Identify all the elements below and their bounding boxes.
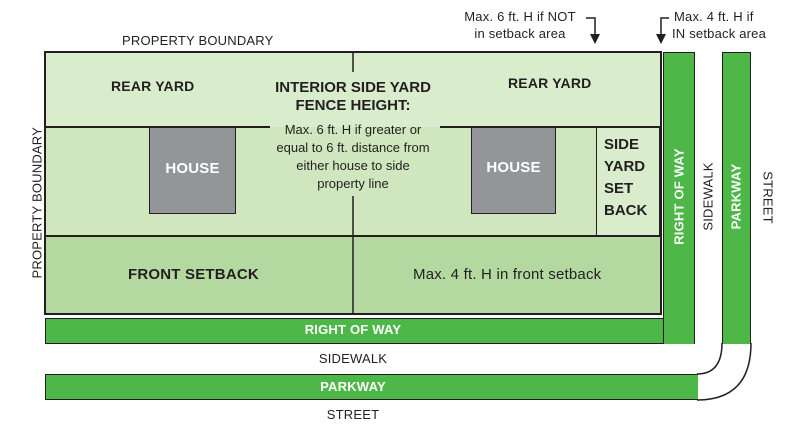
- front-setback-label: FRONT SETBACK: [128, 266, 259, 283]
- side-yard-setback-line3: SET: [604, 180, 634, 197]
- note-in-setback: Max. 4 ft. H if IN setback area: [672, 8, 766, 42]
- right-of-way-horizontal-label: RIGHT OF WAY: [304, 322, 402, 337]
- note-not-in-setback-line1: Max. 6 ft. H if NOT: [464, 9, 576, 24]
- parkway-vertical-label: PARKWAY: [728, 163, 744, 230]
- front-setback-max-label: Max. 4 ft. H in front setback: [413, 266, 602, 283]
- right-of-way-vertical-strip: [663, 52, 695, 344]
- house-left: [149, 127, 236, 214]
- side-yard-setback-line2: YARD: [604, 158, 646, 175]
- sidewalk-vertical-label: SIDEWALK: [700, 162, 716, 231]
- interior-side-yard-block: INTERIOR SIDE YARD FENCE HEIGHT: Max. 6 …: [258, 79, 448, 193]
- down-arrow-not-in-setback: [586, 17, 600, 44]
- house-right: [471, 127, 556, 214]
- right-of-way-horizontal-strip: [45, 318, 695, 344]
- interior-side-yard-desc-line4: property line: [317, 176, 389, 191]
- parkway-horizontal-strip: [45, 374, 698, 400]
- side-yard-setback-box: [596, 127, 660, 236]
- interior-side-yard-title-line1: INTERIOR SIDE YARD: [275, 79, 431, 96]
- house-right-label: HOUSE: [486, 159, 541, 176]
- sidewalk-horizontal-label: SIDEWALK: [318, 351, 388, 366]
- side-yard-setback-line4: BACK: [604, 202, 648, 219]
- note-in-setback-line2: IN setback area: [672, 26, 767, 41]
- down-arrow-in-setback: [656, 17, 669, 44]
- parkway-vertical-strip: [722, 52, 751, 344]
- rear-yard-left-label: REAR YARD: [111, 78, 195, 94]
- note-in-setback-line1: Max. 4 ft. H if: [674, 9, 754, 24]
- street-horizontal-label: STREET: [326, 407, 380, 422]
- interior-side-yard-desc-line2: equal to 6 ft. distance from: [276, 140, 430, 155]
- rear-yard-right-label: REAR YARD: [508, 75, 592, 91]
- parkway-horizontal-label: PARKWAY: [320, 379, 386, 394]
- property-boundary-left-label: PROPERTY BOUNDARY: [29, 127, 45, 279]
- house-left-label: HOUSE: [165, 160, 220, 177]
- interior-side-yard-title-line2: FENCE HEIGHT:: [295, 97, 411, 114]
- side-yard-setback-label: SIDE YARD SET BACK: [604, 134, 647, 222]
- street-vertical-label: STREET: [760, 171, 776, 224]
- right-of-way-vertical-label: RIGHT OF WAY: [671, 148, 687, 245]
- property-boundary-top-label: PROPERTY BOUNDARY: [122, 33, 274, 48]
- interior-side-yard-desc-line1: Max. 6 ft. H if greater or: [284, 122, 422, 137]
- note-not-in-setback-line2: in setback area: [474, 26, 566, 41]
- note-not-in-setback: Max. 6 ft. H if NOT in setback area: [455, 8, 585, 42]
- interior-side-yard-desc-line3: either house to side: [296, 158, 410, 173]
- side-yard-setback-line1: SIDE: [604, 136, 640, 153]
